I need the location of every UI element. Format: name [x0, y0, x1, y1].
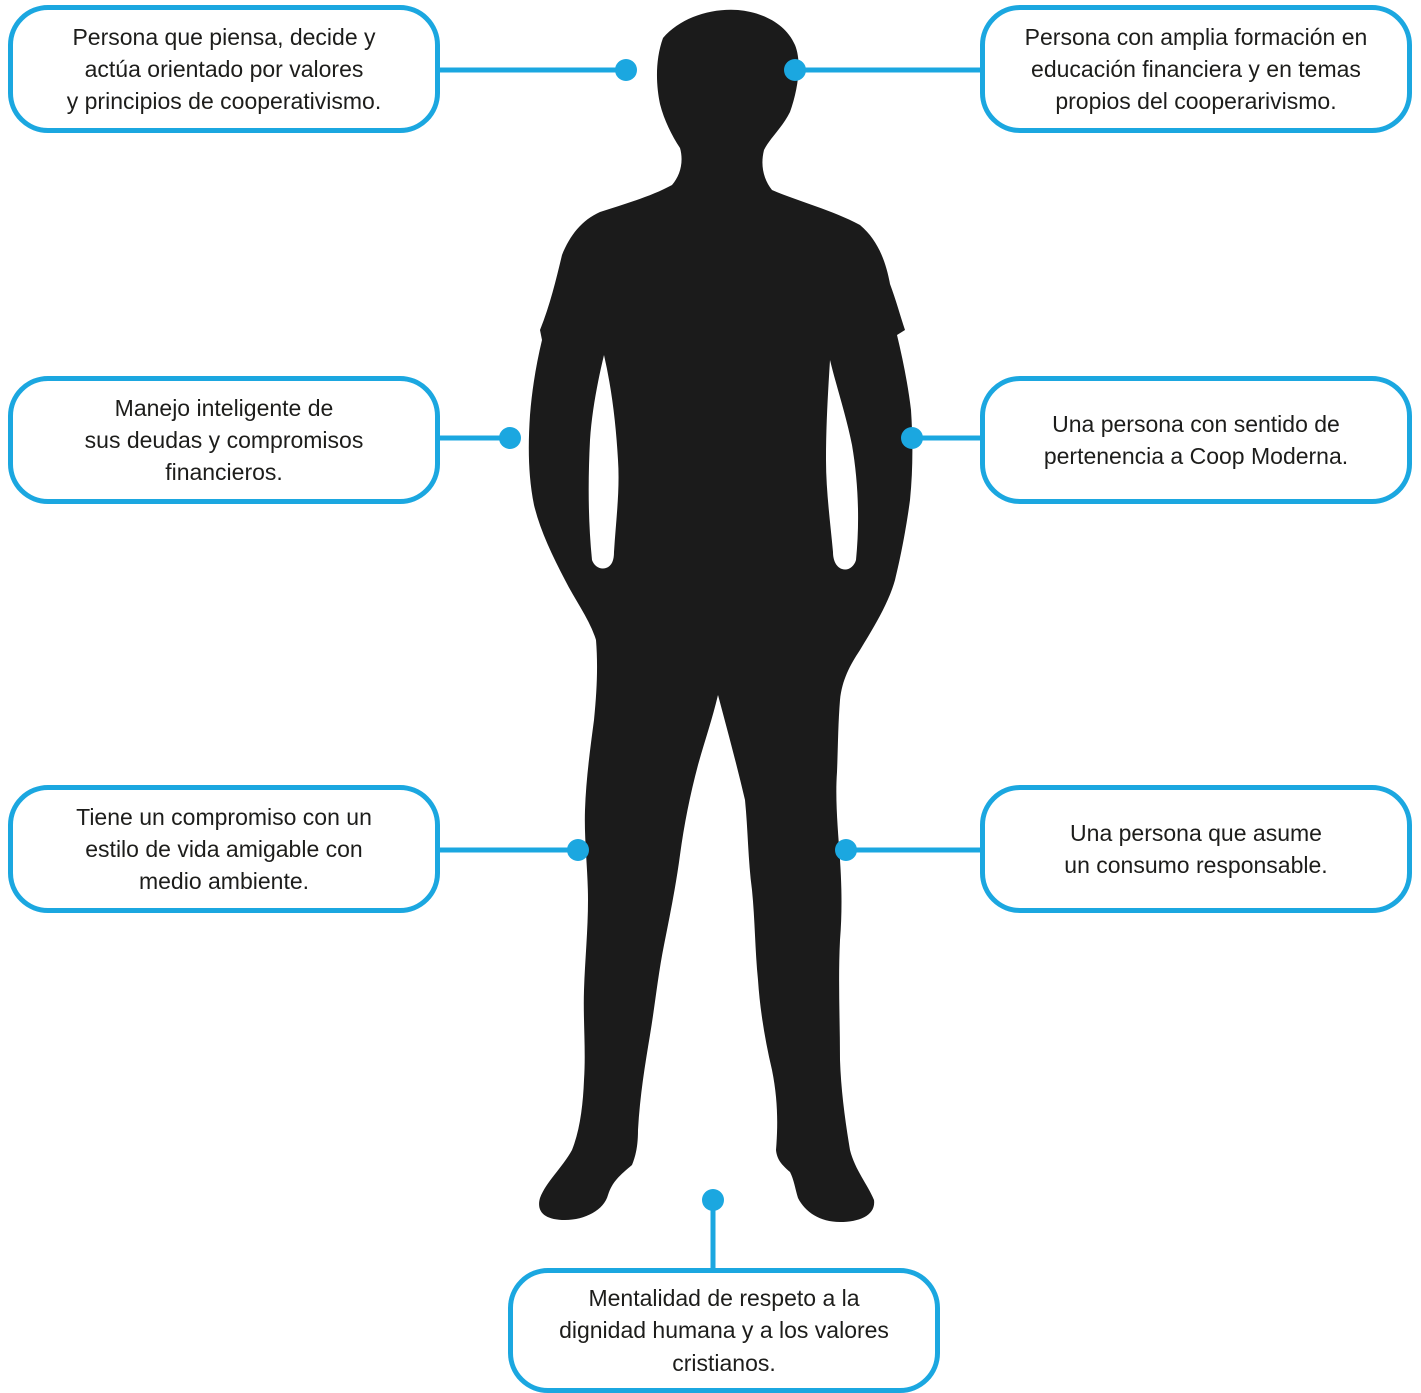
callout-middle-left: Manejo inteligente de sus deudas y compr… — [8, 376, 440, 504]
callout-text: Tiene un compromiso con un estilo de vid… — [76, 803, 372, 895]
callout-middle-right: Una persona con sentido de pertenencia a… — [980, 376, 1412, 504]
dot-bottom — [702, 1189, 724, 1211]
callout-lower-left: Tiene un compromiso con un estilo de vid… — [8, 785, 440, 913]
person-silhouette-icon — [528, 9, 913, 1223]
callout-lower-right: Una persona que asume un consumo respons… — [980, 785, 1412, 913]
dot-top-left — [615, 59, 637, 81]
dot-middle-left — [499, 427, 521, 449]
dot-middle-right — [901, 427, 923, 449]
callout-text: Mentalidad de respeto a la dignidad huma… — [559, 1285, 889, 1376]
callout-text: Persona con amplia formación en educació… — [1024, 23, 1368, 115]
dot-lower-left — [567, 839, 589, 861]
dot-top-right — [784, 59, 806, 81]
callout-text: Persona que piensa, decide y actúa orien… — [66, 23, 382, 115]
dot-lower-right — [835, 839, 857, 861]
callout-text: Manejo inteligente de sus deudas y compr… — [84, 394, 364, 486]
callout-text: Una persona con sentido de pertenencia a… — [1043, 410, 1349, 469]
callout-bottom: Mentalidad de respeto a la dignidad huma… — [508, 1268, 940, 1393]
callout-top-left: Persona que piensa, decide y actúa orien… — [8, 5, 440, 133]
callout-top-right: Persona con amplia formación en educació… — [980, 5, 1412, 133]
silhouette-body — [528, 9, 913, 1223]
right-arm-gap — [826, 360, 859, 570]
connectors — [440, 67, 980, 1268]
left-arm-gap — [588, 355, 619, 569]
callout-text: Una persona que asume un consumo respons… — [1064, 819, 1328, 878]
connector-dots — [499, 59, 923, 1211]
